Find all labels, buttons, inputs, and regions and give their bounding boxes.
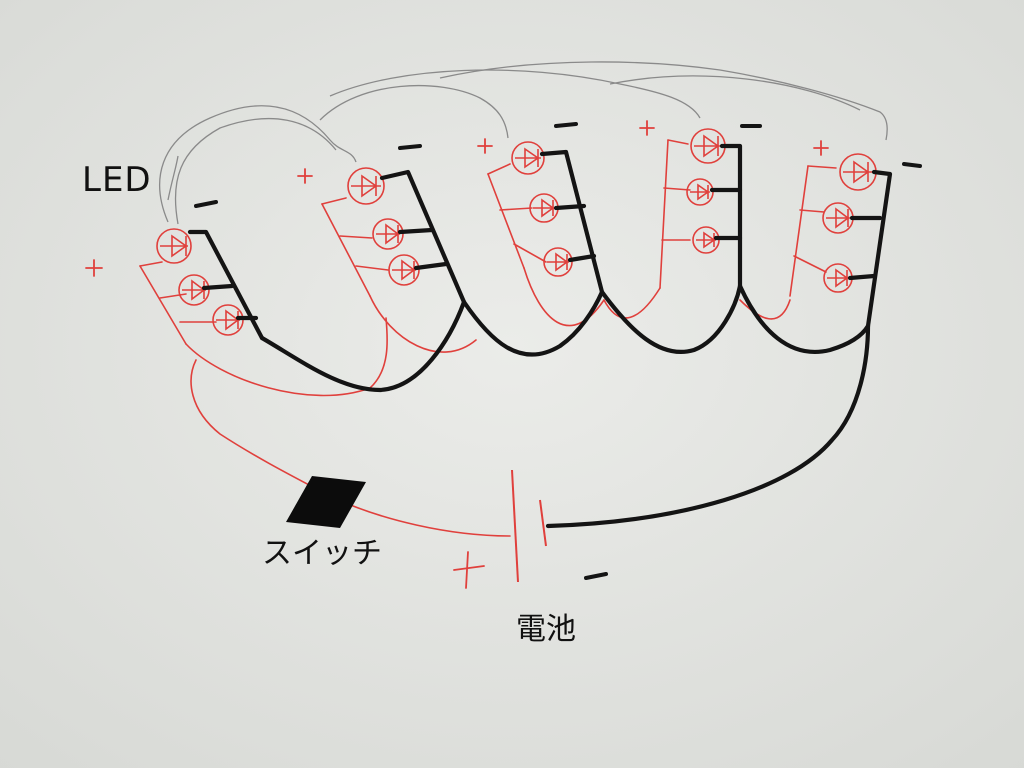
switch-label: スイッチ [262,536,382,571]
battery-label: 電池 [516,612,576,647]
battery-short-plate [539,499,547,547]
pencil-arcs [159,61,888,225]
battery-symbol [511,469,547,583]
plus-icon [639,120,655,136]
plus-markers [85,120,829,589]
minus-icon [398,144,422,150]
led-icon [156,228,192,264]
led-label: LED [82,160,152,200]
plus-icon [85,259,103,277]
minus-icon [554,122,578,128]
plus-icon [453,551,485,589]
plus-icon [297,168,313,184]
minus-icon [584,572,608,580]
pencil-arc-3 [329,69,701,119]
plus-icon [477,138,493,154]
led-icon [543,247,573,277]
battery-long-plate [511,469,519,583]
minus-icon [194,200,218,208]
pencil-arc-4 [439,61,888,141]
led-icon [372,218,404,250]
minus-icon [902,162,922,168]
switch-symbol [286,476,366,528]
pencil-arc-1 [159,105,357,223]
led-icon [388,254,420,286]
pencil-led-pointer [167,155,179,201]
pencil-arc-2 [319,85,509,139]
led-icon [347,167,385,205]
black-wiring [187,143,893,529]
minus-markers [194,122,922,580]
plus-icon [813,140,829,156]
pencil-arc-1b [174,117,337,225]
led-icon [511,141,545,175]
pencil-arc-4b [609,75,861,111]
